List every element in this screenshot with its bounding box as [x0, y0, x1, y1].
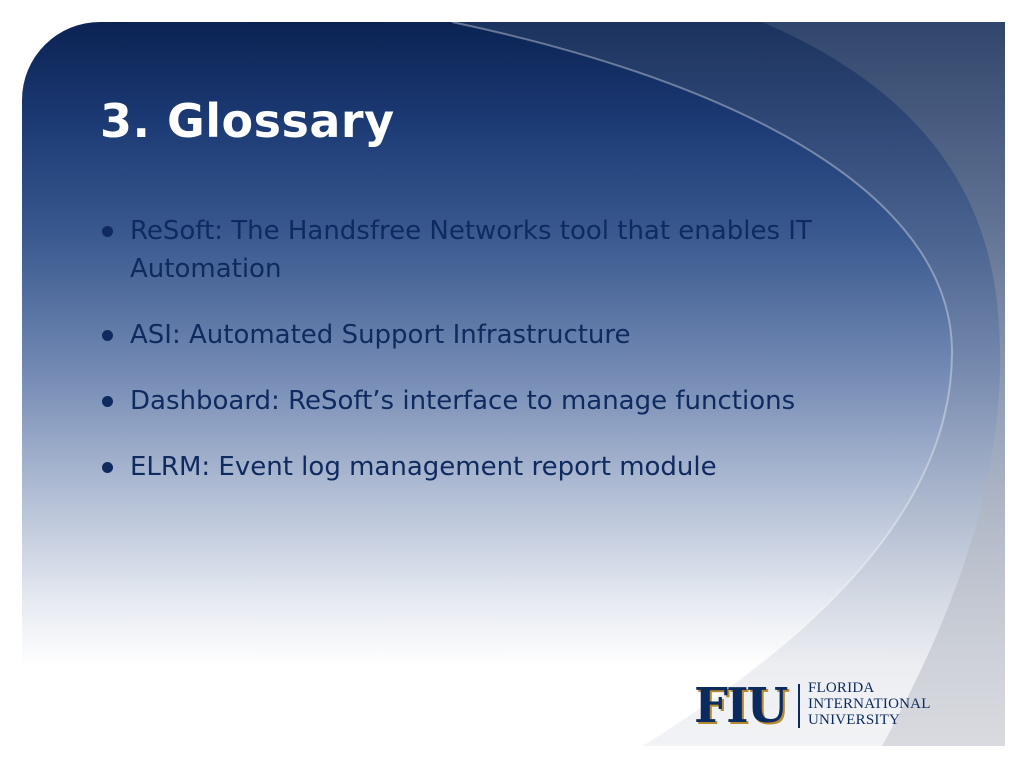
bullet-text: ELRM: Event log management report module — [130, 452, 717, 482]
swoosh-outer — [452, 22, 1005, 746]
logo-line: FLORIDA — [808, 680, 875, 696]
logo-wordmark: FLORIDA INTERNATIONAL UNIVERSITY — [808, 680, 931, 728]
logo-line: UNIVERSITY — [808, 712, 900, 728]
logo-line: INTERNATIONAL — [808, 696, 931, 712]
bullet-icon — [102, 462, 113, 473]
swoosh-inner — [762, 22, 1005, 746]
bullet-icon — [102, 396, 113, 407]
logo-divider — [798, 684, 800, 728]
bullet-text: ASI: Automated Support Infrastructure — [130, 320, 631, 350]
bullet-text: Dashboard: ReSoft’s interface to manage … — [130, 386, 796, 416]
list-item: ReSoft: The Handsfree Networks tool that… — [100, 212, 920, 288]
glossary-list: ReSoft: The Handsfree Networks tool that… — [100, 212, 920, 514]
slide-title: 3. Glossary — [100, 94, 395, 148]
logo-mark: FIU — [694, 678, 788, 734]
bullet-icon — [102, 330, 113, 341]
list-item: Dashboard: ReSoft’s interface to manage … — [100, 382, 920, 420]
list-item: ASI: Automated Support Infrastructure — [100, 316, 920, 354]
list-item: ELRM: Event log management report module — [100, 448, 920, 486]
slide: 3. Glossary ReSoft: The Handsfree Networ… — [22, 22, 1005, 746]
swoosh-edge — [451, 22, 954, 746]
background-swoosh — [451, 22, 1005, 746]
fiu-logo: FIU FLORIDA INTERNATIONAL UNIVERSITY — [694, 678, 954, 734]
bullet-icon — [102, 226, 113, 237]
bullet-text: ReSoft: The Handsfree Networks tool that… — [130, 216, 812, 284]
